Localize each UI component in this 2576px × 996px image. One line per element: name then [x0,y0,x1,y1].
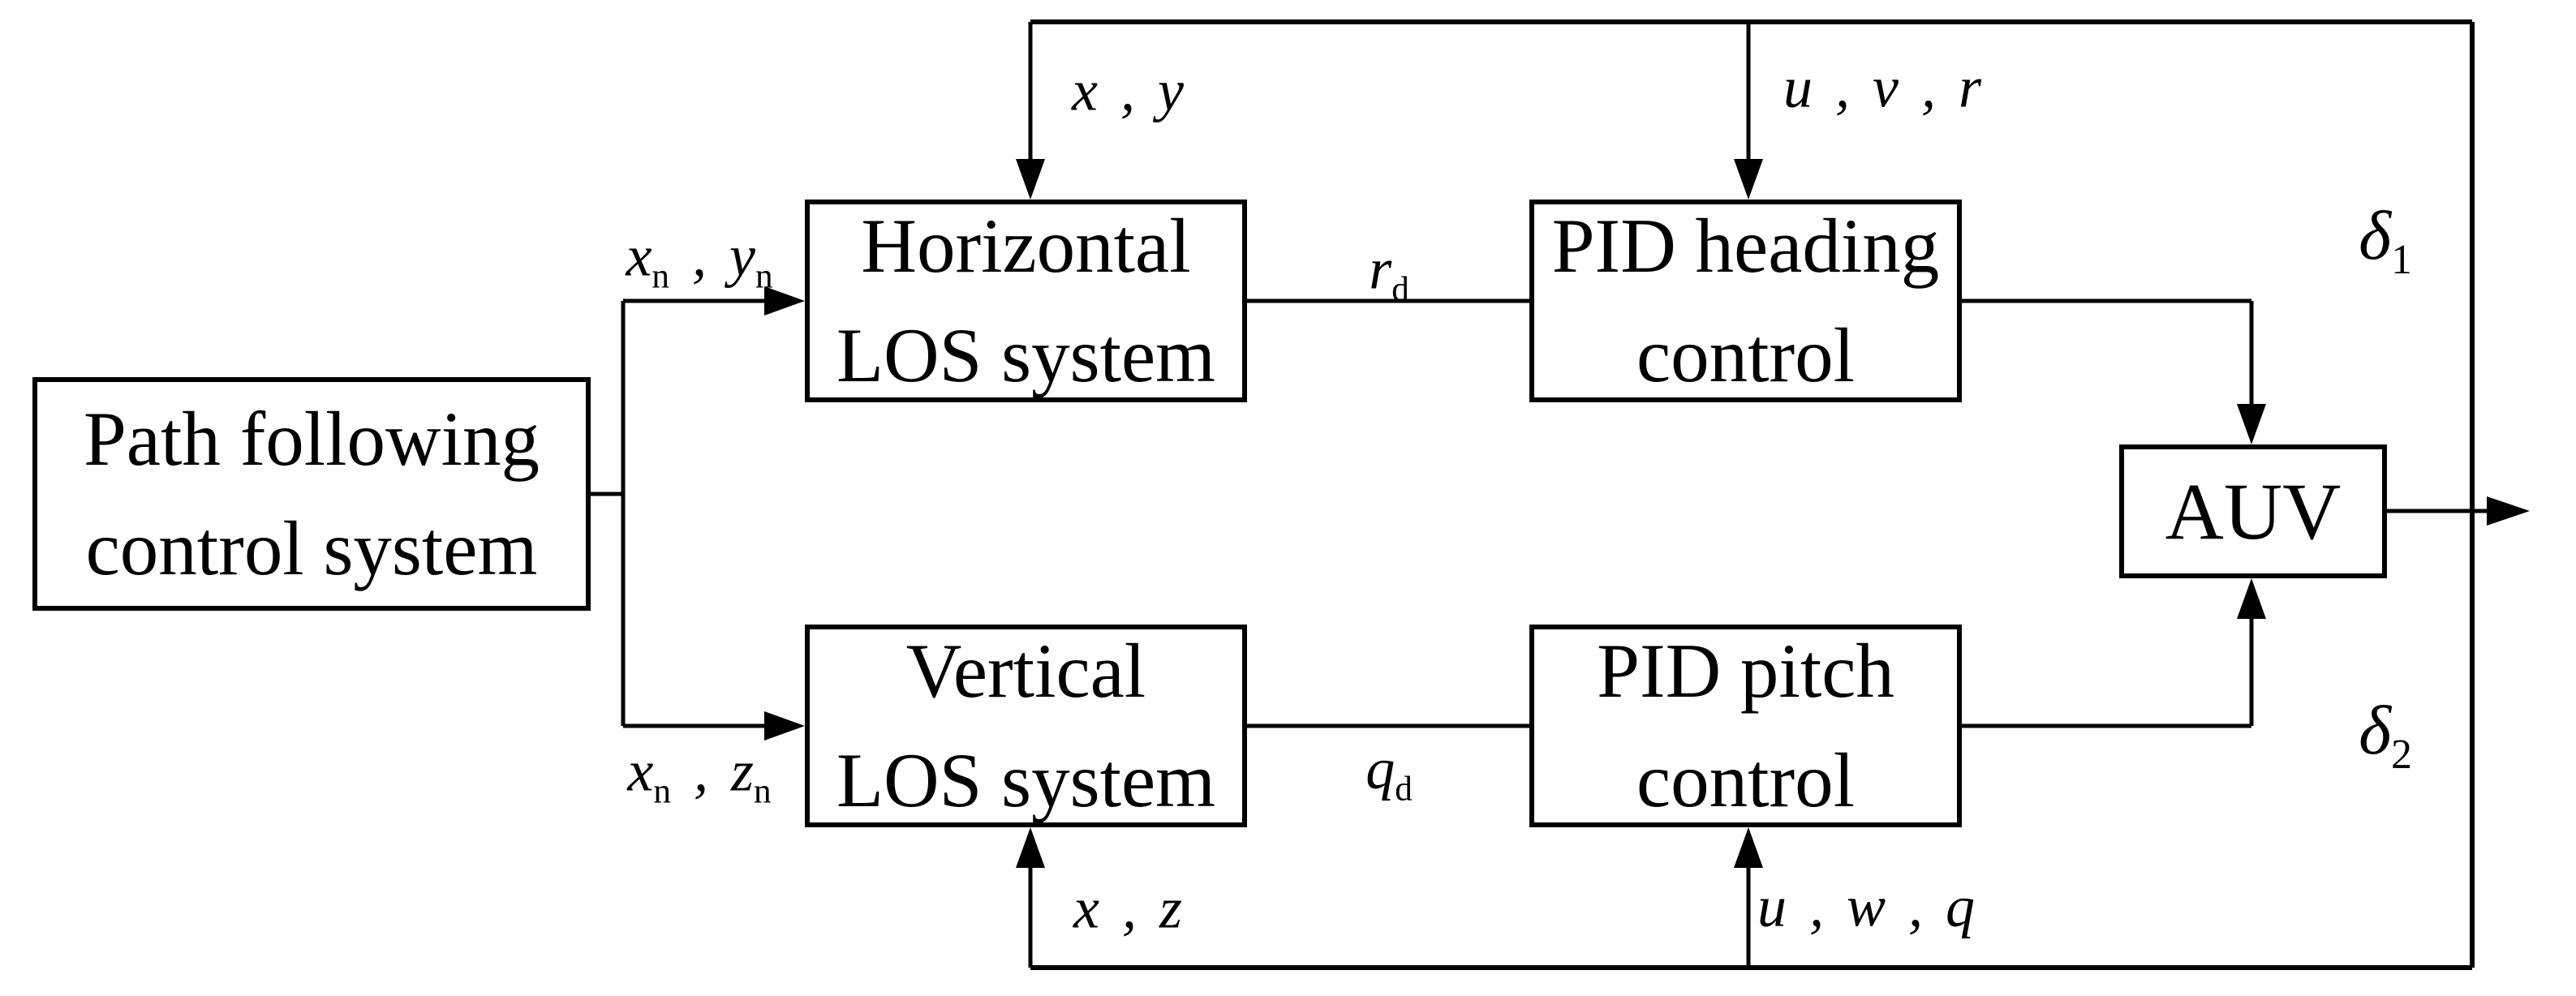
arrowhead-xnzn [764,711,805,741]
box-label: AUV [2165,466,2342,556]
wire-uwq-riser [1734,827,1763,968]
wire-path-branch [589,286,805,741]
box-pid-pitch-control: PID pitch control [1529,625,1962,827]
wire-pitch-to-auv [1962,578,2266,728]
box-vertical-los-system: Vertical LOS system [805,625,1247,827]
arrowhead-uwq [1734,827,1763,868]
signal-label-delta2: δ2 [2359,690,2412,779]
wire-xy-drop [1016,22,1045,200]
box-label: control [1636,312,1856,398]
arrowhead-xy [1016,159,1045,200]
signal-label-qd: qd [1365,736,1413,809]
signal-label-xz: x , z [1073,875,1182,941]
signal-label-xnyn: xn , yn [626,223,773,296]
arrowhead-xnyn [764,286,805,316]
arrowhead-uvr [1734,159,1763,200]
signal-label-xnzn: xn , zn [627,738,772,811]
box-pid-heading-control: PID heading control [1529,200,1962,402]
box-label: Path following [83,396,540,483]
box-label: LOS system [836,737,1216,823]
signal-label-rd: rd [1369,236,1409,309]
signal-label-xy: x , y [1072,58,1184,123]
arrowhead-xz [1016,827,1045,868]
wire-heading-to-auv [1962,298,2266,444]
box-path-following-control-system: Path following control system [32,377,591,611]
box-label: control system [85,505,538,591]
box-label: control [1636,737,1856,823]
box-label: LOS system [836,312,1216,398]
wire-auv-output [2387,496,2530,526]
arrowhead-auv-top [2237,404,2266,444]
box-label: PID pitch [1597,628,1894,715]
wire-uvr-drop [1734,22,1763,200]
arrowhead-auv-bottom [2237,578,2266,619]
box-label: PID heading [1551,203,1940,290]
box-label: Horizontal [861,203,1191,290]
signal-label-uwq: u , w , q [1757,874,1976,939]
box-auv: AUV [2119,444,2387,578]
signal-label-delta1: δ1 [2359,195,2412,284]
arrowhead-auv-output [2487,496,2530,526]
wire-xz-riser [1016,827,1045,968]
box-horizontal-los-system: Horizontal LOS system [805,200,1247,402]
signal-label-uvr: u , v , r [1783,54,1981,120]
box-label: Vertical [905,628,1146,715]
